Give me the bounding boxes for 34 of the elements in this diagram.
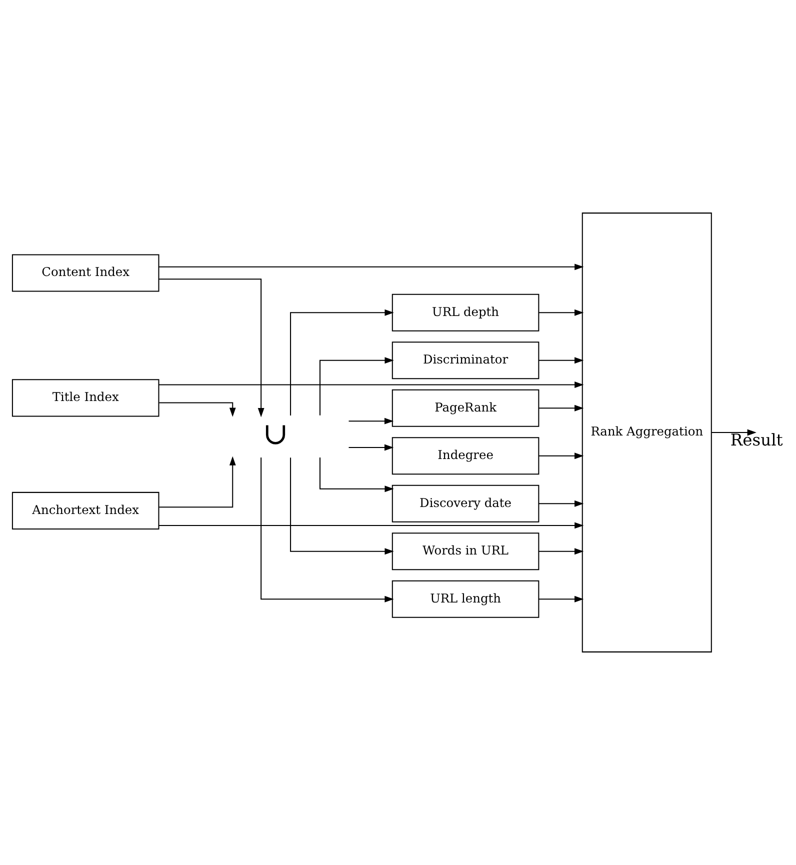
arrow (538, 357, 584, 364)
arrow (319, 458, 394, 492)
arrow (290, 458, 394, 555)
arrow (712, 429, 756, 436)
arrow (538, 404, 584, 412)
node-box: Rank Aggregation (582, 212, 712, 652)
node-box: Content Index (12, 254, 160, 292)
arrow (159, 278, 264, 418)
arrow (348, 418, 394, 424)
node-box: Anchortext Index (12, 492, 160, 530)
arrow (158, 522, 584, 529)
arrow (290, 309, 394, 416)
arrow (538, 548, 584, 555)
node-box: Words in URL (392, 532, 540, 570)
node-box: Title Index (12, 379, 160, 417)
edge-label: Result (730, 430, 783, 450)
arrow (538, 596, 584, 602)
arrow (260, 457, 394, 602)
node-box: URL depth (392, 294, 540, 332)
node-box: Discriminator (392, 342, 540, 380)
node-box: Discovery date (392, 484, 540, 522)
arrow (158, 382, 584, 388)
arrow (159, 456, 236, 508)
arrow (538, 309, 584, 316)
arrow (348, 444, 394, 451)
node-box: PageRank (392, 389, 540, 427)
arrow (538, 452, 584, 460)
node-box: Indegree (392, 437, 540, 475)
node-text: ∪ (262, 417, 288, 452)
node-box: URL length (392, 580, 540, 618)
arrow (158, 264, 584, 270)
arrow (319, 357, 394, 416)
arrow (538, 500, 584, 507)
arrow (159, 402, 236, 417)
